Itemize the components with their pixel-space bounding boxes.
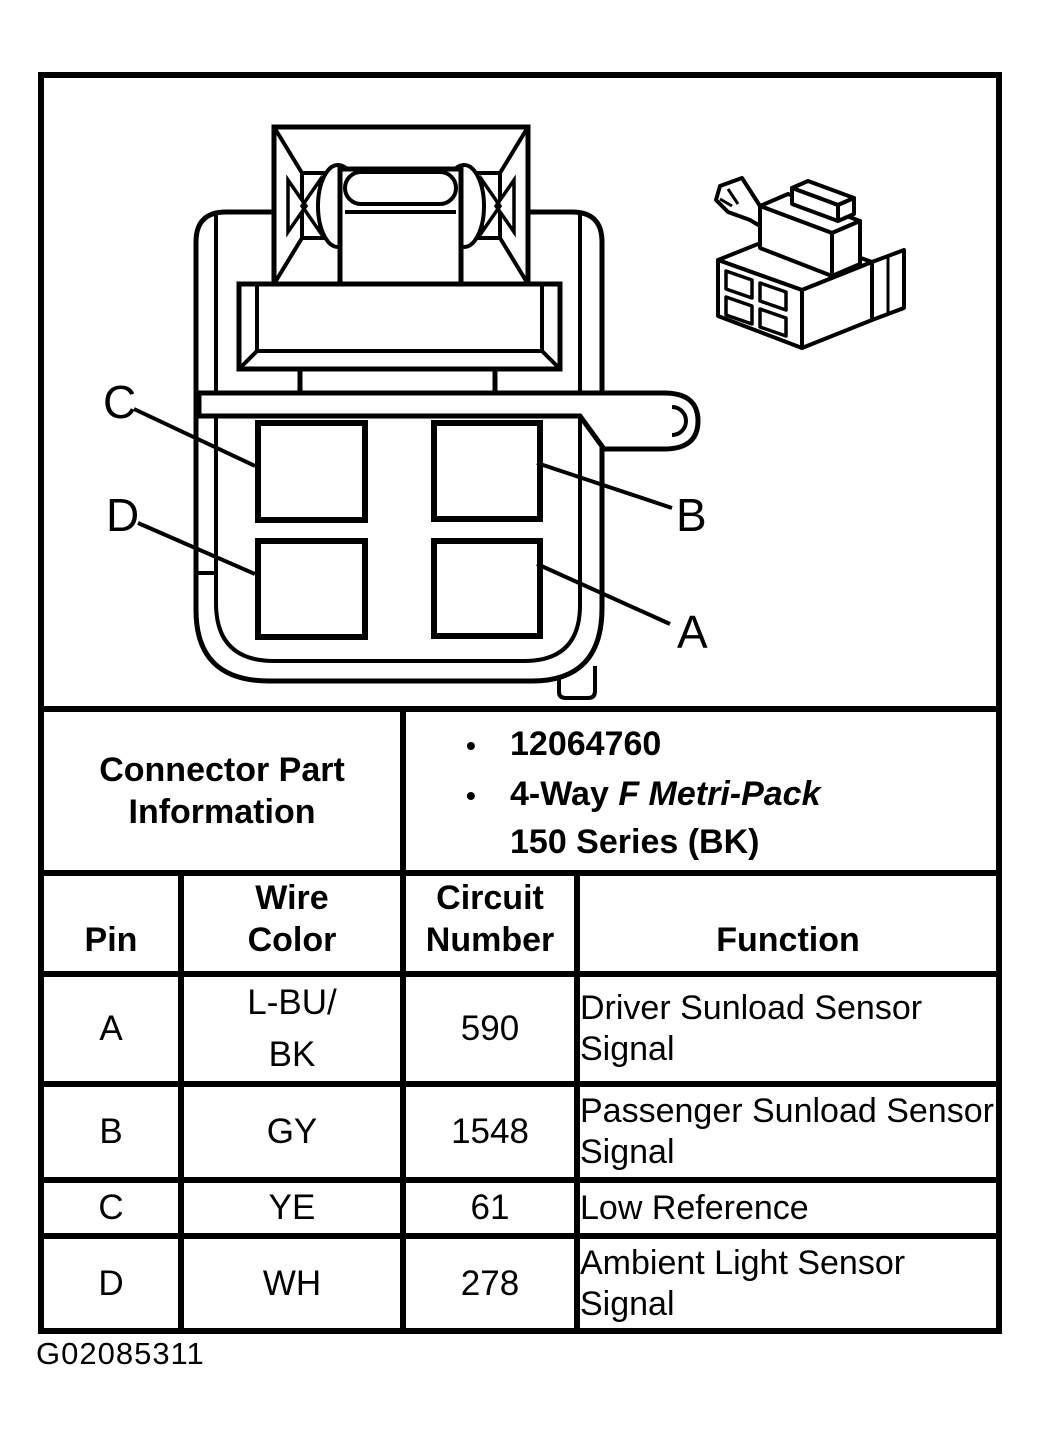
bullet-icon: •: [466, 780, 476, 811]
connector-body-inner-line: [214, 212, 582, 663]
circuit-cell: 590: [400, 971, 580, 1087]
iso-cavities: [724, 269, 788, 338]
cavity-c: [255, 420, 368, 523]
wire-color-cell: YE: [178, 1177, 406, 1239]
wire-color-cell: WH: [178, 1233, 406, 1334]
pin-cell: D: [38, 1233, 184, 1334]
leader-line-b: [536, 461, 673, 510]
connector-body-outline: [193, 209, 605, 684]
pin-cell: B: [38, 1081, 184, 1183]
part-number-item: • 12064760: [466, 722, 988, 768]
connector-diagram-cell: C D B A: [38, 72, 1002, 712]
wire-color-header-cell: Wire Color: [178, 870, 406, 977]
latch-center-oval: [343, 170, 458, 206]
series-line2: 150 Series (BK): [510, 823, 760, 861]
wire-color-cell: GY: [178, 1081, 406, 1183]
function-header-cell: Function: [574, 870, 1002, 977]
connector-info-table: C D B A: [38, 72, 1002, 1334]
latch-assembly: [271, 124, 531, 287]
connector-front-view: C D B A: [103, 124, 708, 700]
table-row-pin-b: B GY 1548 Passenger Sunload Sensor Signa…: [38, 1081, 1002, 1183]
table-row-pin-a: A L-BU/ BK 590 Driver Sunload Sensor Sig…: [38, 971, 1002, 1087]
pin-cell: A: [38, 971, 184, 1087]
latch-bowtie-right: [480, 174, 516, 238]
circuit-number-header-cell: Circuit Number: [400, 870, 580, 977]
function-cell: Low Reference: [574, 1177, 1002, 1239]
pin-label-d: D: [106, 489, 139, 541]
table-row-pin-d: D WH 278 Ambient Light Sensor Signal: [38, 1233, 1002, 1334]
circuit-number-header: Circuit Number: [425, 879, 555, 959]
bullet-icon: •: [466, 730, 476, 761]
pin-cavities: [255, 420, 543, 640]
part-info-values-cell: • 12064760 • 4-Way F Metri-Pack 150 Seri…: [400, 706, 1002, 876]
leader-line-c: [133, 407, 256, 468]
lock-strip-inner-arc: [671, 405, 688, 437]
lock-strip: [196, 390, 701, 452]
connector-diagram: C D B A: [103, 124, 906, 700]
part-info-title: Connector Part Information: [99, 751, 345, 831]
pin-header: Pin: [84, 921, 138, 959]
pin-label-a: A: [677, 606, 708, 658]
wire-color-cell: L-BU/ BK: [178, 971, 406, 1087]
circuit-cell: 61: [400, 1177, 580, 1239]
circuit-cell: 278: [400, 1233, 580, 1334]
wire-color-header: Wire Color: [247, 879, 337, 959]
leader-line-d: [137, 521, 256, 576]
function-header: Function: [716, 921, 860, 959]
part-number: 12064760: [510, 725, 662, 763]
latch-bar-outer: [236, 281, 563, 372]
table-row-pin-c: C YE 61 Low Reference: [38, 1177, 1002, 1239]
function-cell: Driver Sunload Sensor Signal: [574, 971, 1002, 1087]
leader-line-a: [536, 562, 671, 626]
iso-latch-front: [758, 204, 834, 278]
latch-bevels: [272, 125, 530, 286]
circuit-cell: 1548: [400, 1081, 580, 1183]
latch-bar: [236, 281, 563, 372]
pin-label-c: C: [103, 376, 136, 428]
series-name: 4-Way F Metri-Pack: [510, 775, 821, 813]
iso-latch-right: [830, 219, 862, 278]
cavity-b: [431, 420, 543, 522]
body-foot-right: [557, 666, 597, 700]
figure-id: G02085311: [36, 1336, 205, 1371]
connector-iso-view: [714, 176, 906, 350]
pin-cell: C: [38, 1177, 184, 1239]
function-cell: Ambient Light Sensor Signal: [574, 1233, 1002, 1334]
series-item: • 4-Way F Metri-Pack: [466, 772, 988, 818]
lock-strip-outline: [196, 390, 701, 452]
pin-header-cell: Pin: [38, 870, 184, 977]
cavity-a: [431, 538, 543, 639]
part-info-header-cell: Connector Part Information: [38, 706, 406, 876]
pin-label-b: B: [676, 489, 707, 541]
iso-lever-lines: [719, 188, 740, 208]
cavity-d: [255, 538, 368, 640]
iso-tab-front: [790, 186, 840, 223]
latch-bar-bevels: [237, 284, 562, 371]
function-cell: Passenger Sunload Sensor Signal: [574, 1081, 1002, 1183]
